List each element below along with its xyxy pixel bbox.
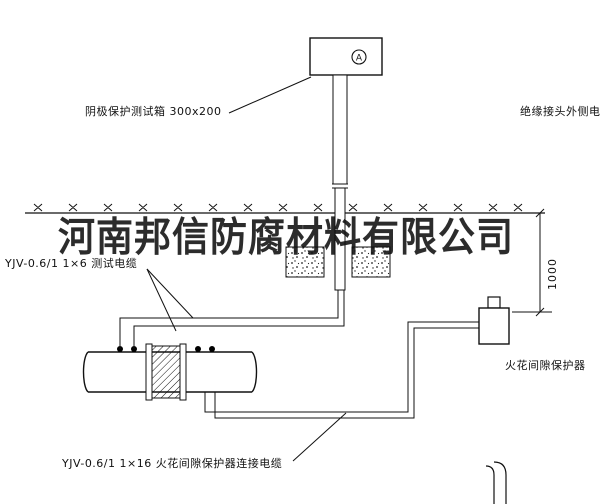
protector-cable-run-2 — [214, 327, 480, 419]
pipe-right-end — [251, 351, 258, 393]
leader-test-cable-1 — [146, 268, 194, 319]
concrete-block-right — [351, 246, 391, 278]
pipe-riser-symbol — [485, 461, 507, 504]
company-watermark: 河南邦信防腐材料有限公司 — [58, 212, 514, 261]
flange-plate-left — [145, 343, 153, 401]
concrete-block-left — [285, 246, 325, 278]
flange-plate-right — [179, 343, 187, 401]
label-test-cable: YJV-0.6/1 1×6 测试电缆 — [5, 257, 138, 270]
ground-hatch-marks — [33, 203, 523, 212]
conduit-upper — [332, 74, 348, 185]
label-outer-cable: 绝缘接头外侧电缆 — [520, 105, 600, 118]
spark-gap-protector-body — [478, 307, 510, 345]
protector-cable-run-1 — [204, 321, 480, 413]
meter-symbol-circle — [351, 49, 367, 65]
test-cable-run-1 — [119, 290, 339, 349]
cable-terminal — [195, 346, 201, 352]
test-box — [309, 37, 383, 76]
dimension-value: 1000 — [546, 258, 559, 290]
test-cable-run-2 — [133, 290, 345, 349]
spark-gap-protector-cap — [487, 296, 501, 309]
leader-test-cable-2 — [146, 268, 177, 332]
meter-symbol-letter: A — [356, 54, 363, 64]
leader-connection-cable — [292, 412, 347, 462]
label-spark-protector: 火花间隙保护器 — [505, 359, 586, 372]
pipe-left-end — [82, 351, 89, 393]
cable-terminal — [209, 346, 215, 352]
dimension-line — [512, 208, 552, 317]
label-test-box: 阴极保护测试箱 300x200 — [85, 105, 222, 118]
leader-test-box — [228, 76, 312, 114]
label-connection-cable: YJV-0.6/1 1×16 火花间隙保护器连接电缆 — [62, 457, 283, 470]
conduit-lower — [334, 187, 346, 291]
insulating-joint-hatch — [151, 345, 181, 399]
